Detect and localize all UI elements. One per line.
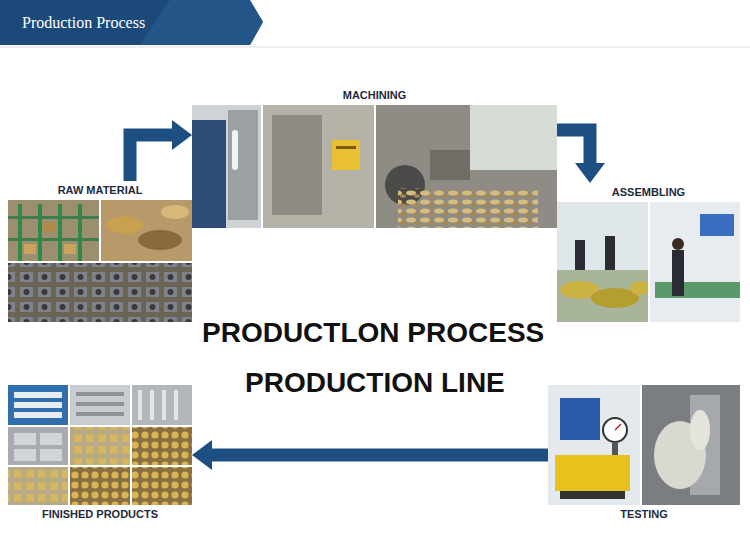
flow-arrow: [130, 120, 192, 181]
arrow-shaft: [557, 130, 590, 164]
flow-arrow: [557, 130, 605, 183]
center-heading: PRODUCTLON PROCESS: [202, 316, 544, 350]
flow-arrow: [192, 440, 548, 470]
testing-photo: [548, 385, 740, 505]
arrow-head: [192, 440, 212, 470]
photo-panel: FINISHED PRODUCTS: [8, 385, 192, 524]
photo-panel: RAW MATERIAL: [8, 181, 192, 322]
step-label: RAW MATERIAL: [8, 181, 192, 200]
machining-photo: [192, 105, 557, 228]
title-banner: [0, 0, 263, 45]
assembling-photo: [557, 202, 740, 322]
arrow-shaft: [211, 449, 548, 462]
step-label: MACHINING: [192, 86, 557, 105]
photo-panel: TESTING: [548, 385, 740, 524]
arrow-head: [575, 163, 605, 183]
raw-material-photo: [8, 200, 192, 322]
photo-panel: ASSEMBLING: [557, 183, 740, 322]
arrow-head: [172, 120, 192, 150]
photo-area: [8, 200, 192, 322]
center-heading: PRODUCTION LINE: [245, 366, 505, 400]
step-label: TESTING: [548, 505, 740, 524]
photo-panel: MACHINING: [192, 86, 557, 228]
step-label: ASSEMBLING: [557, 183, 740, 202]
photo-area: [548, 385, 740, 505]
photo-area: [192, 105, 557, 228]
photo-area: [557, 202, 740, 322]
finished-products-photo: [8, 385, 192, 505]
arrow-shaft: [130, 135, 173, 181]
step-label: FINISHED PRODUCTS: [8, 505, 192, 524]
banner-title: Production Process: [22, 0, 145, 45]
photo-area: [8, 385, 192, 505]
